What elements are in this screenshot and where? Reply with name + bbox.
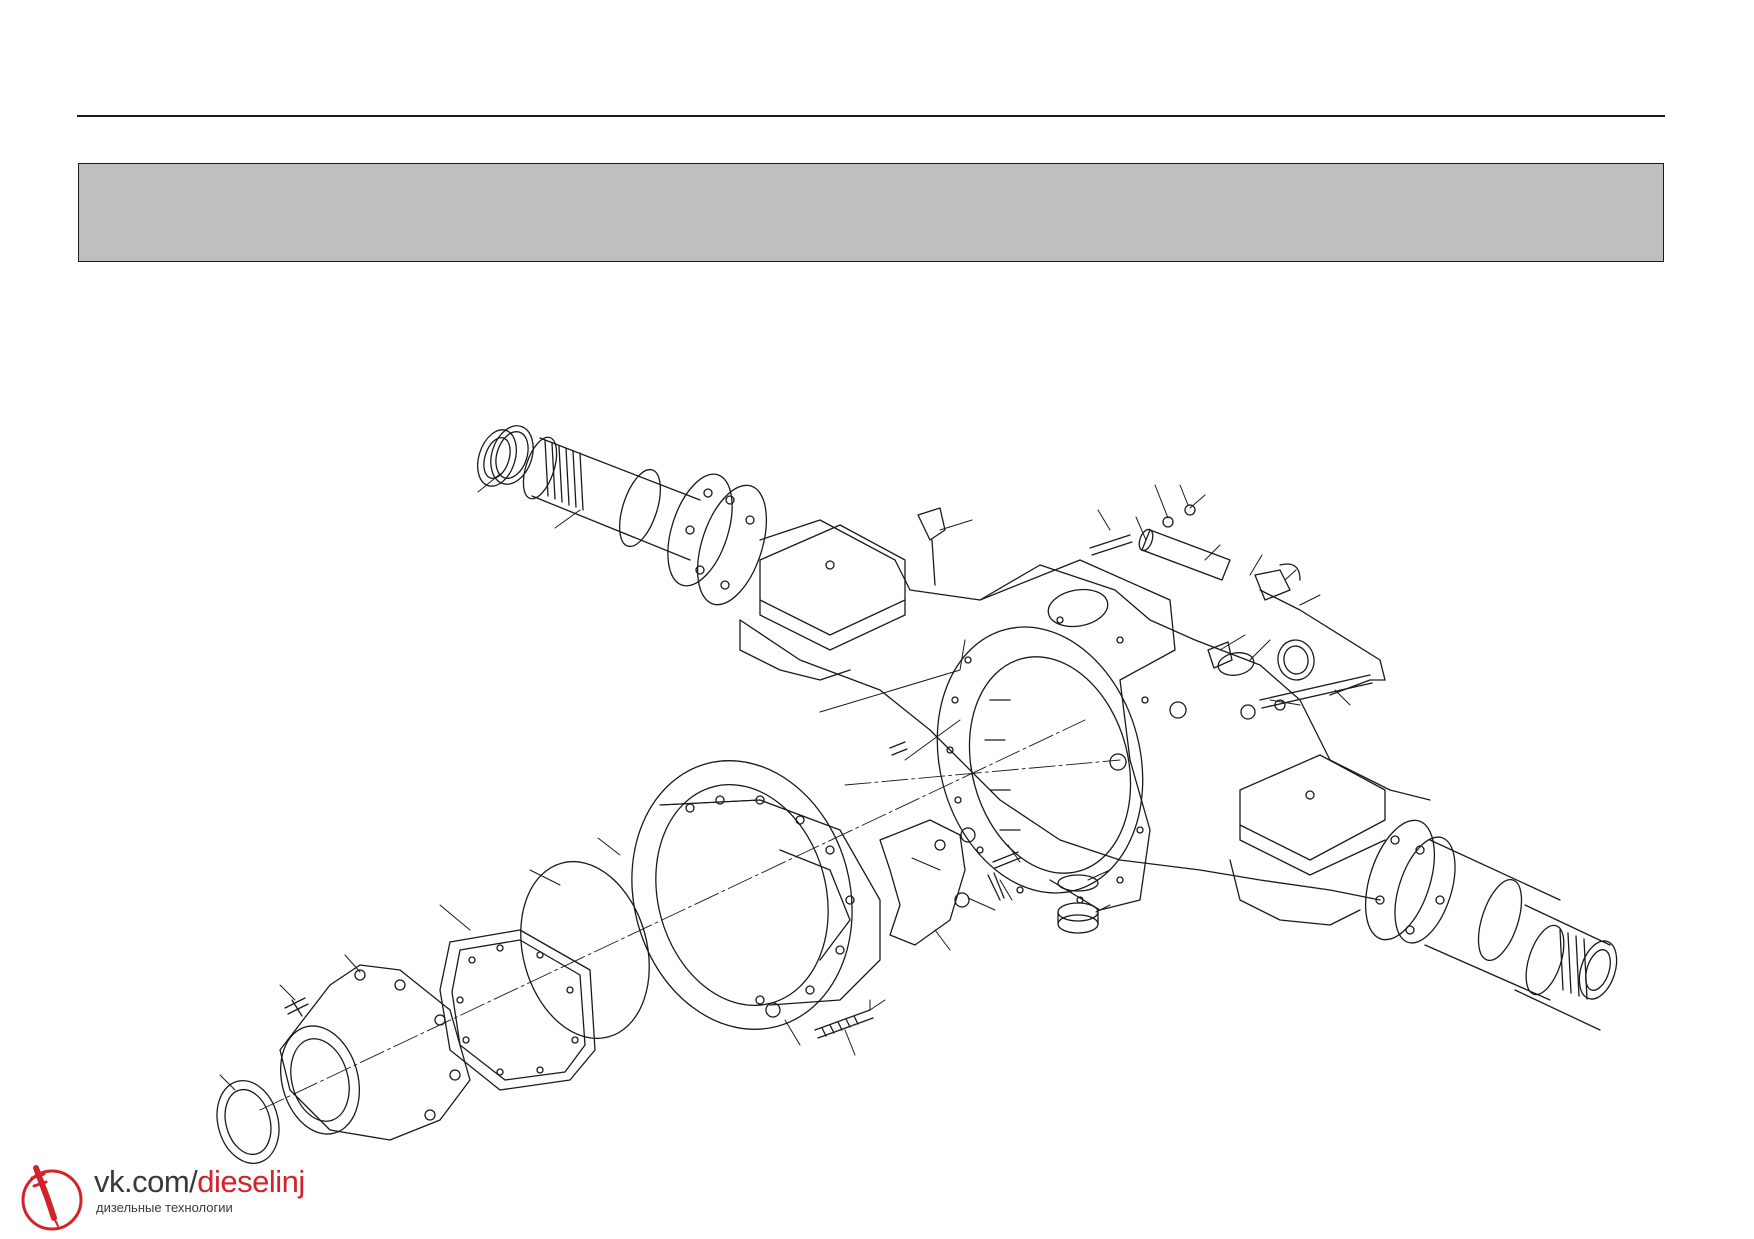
brake-cylinder [1090,505,1230,580]
watermark-logo: vk.com/dieselinj дизельные технологии [14,1160,314,1232]
bolt-flange [890,742,907,755]
assembly-axis [260,720,1120,1110]
o-ring-large [502,847,668,1053]
top-rule [77,115,1665,117]
drain-plug [1058,875,1098,933]
injector-logo-icon [21,1165,83,1231]
brake-linkage [1255,564,1385,695]
right-axle-spindle [1352,812,1623,1030]
watermark-url: vk.com/dieselinj [94,1164,305,1199]
sensor-fitting [1170,637,1317,718]
stud-long [815,1010,873,1038]
leader-lines [220,474,1350,1090]
gasket [440,930,595,1090]
vent-plug [918,508,945,585]
pinion-seal [208,1074,288,1171]
left-ring-nut [484,420,541,489]
left-axle-spindle [471,425,780,613]
nut-small [766,828,975,1017]
camshaft [1241,675,1372,719]
title-band [78,163,1664,262]
cotter-pin [988,873,1004,900]
pinion-cage [269,965,470,1143]
watermark-tagline: дизельные технологии [96,1200,233,1215]
carrier-housing [602,736,881,1055]
bearing-cap [880,820,965,945]
cage-bolt [285,998,308,1016]
axle-housing [740,520,1430,925]
